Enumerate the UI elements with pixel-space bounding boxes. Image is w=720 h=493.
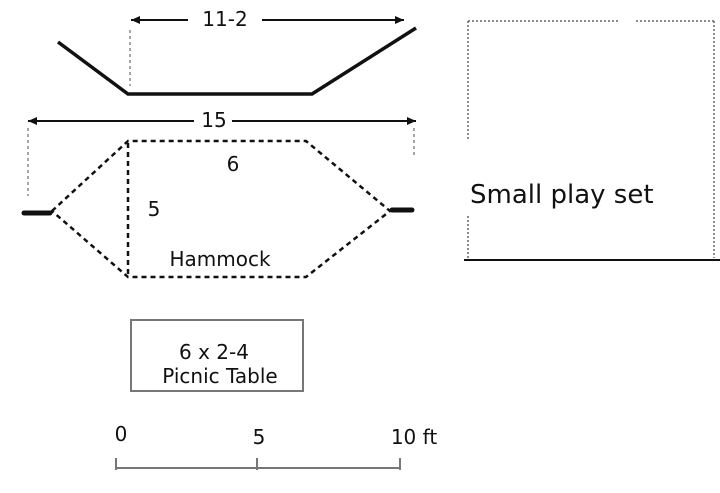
hammock-label: Hammock bbox=[169, 247, 270, 271]
scale-label-10: 10 ft bbox=[391, 425, 437, 449]
scale-bar: 0 5 10 ft bbox=[115, 422, 437, 470]
hammock-height-label: 5 bbox=[148, 197, 161, 221]
hammock-side-profile bbox=[56, 26, 417, 96]
dimension-span-label: 15 bbox=[201, 108, 226, 132]
dimension-top-group: 11-2 bbox=[129, 7, 404, 86]
scale-label-0: 0 bbox=[115, 422, 128, 446]
dimension-top-label: 11-2 bbox=[202, 7, 247, 31]
scale-label-5: 5 bbox=[253, 425, 266, 449]
picnic-table bbox=[130, 319, 304, 392]
play-set-label: Small play set bbox=[470, 180, 654, 210]
dimension-span-group: 15 bbox=[27, 108, 416, 196]
hammock-width-label: 6 bbox=[227, 152, 240, 176]
picnic-table-size-label: 6 x 2-4 bbox=[179, 340, 249, 364]
picnic-table-name-label: Picnic Table bbox=[162, 364, 277, 388]
play-set-group: Small play set bbox=[464, 20, 720, 261]
